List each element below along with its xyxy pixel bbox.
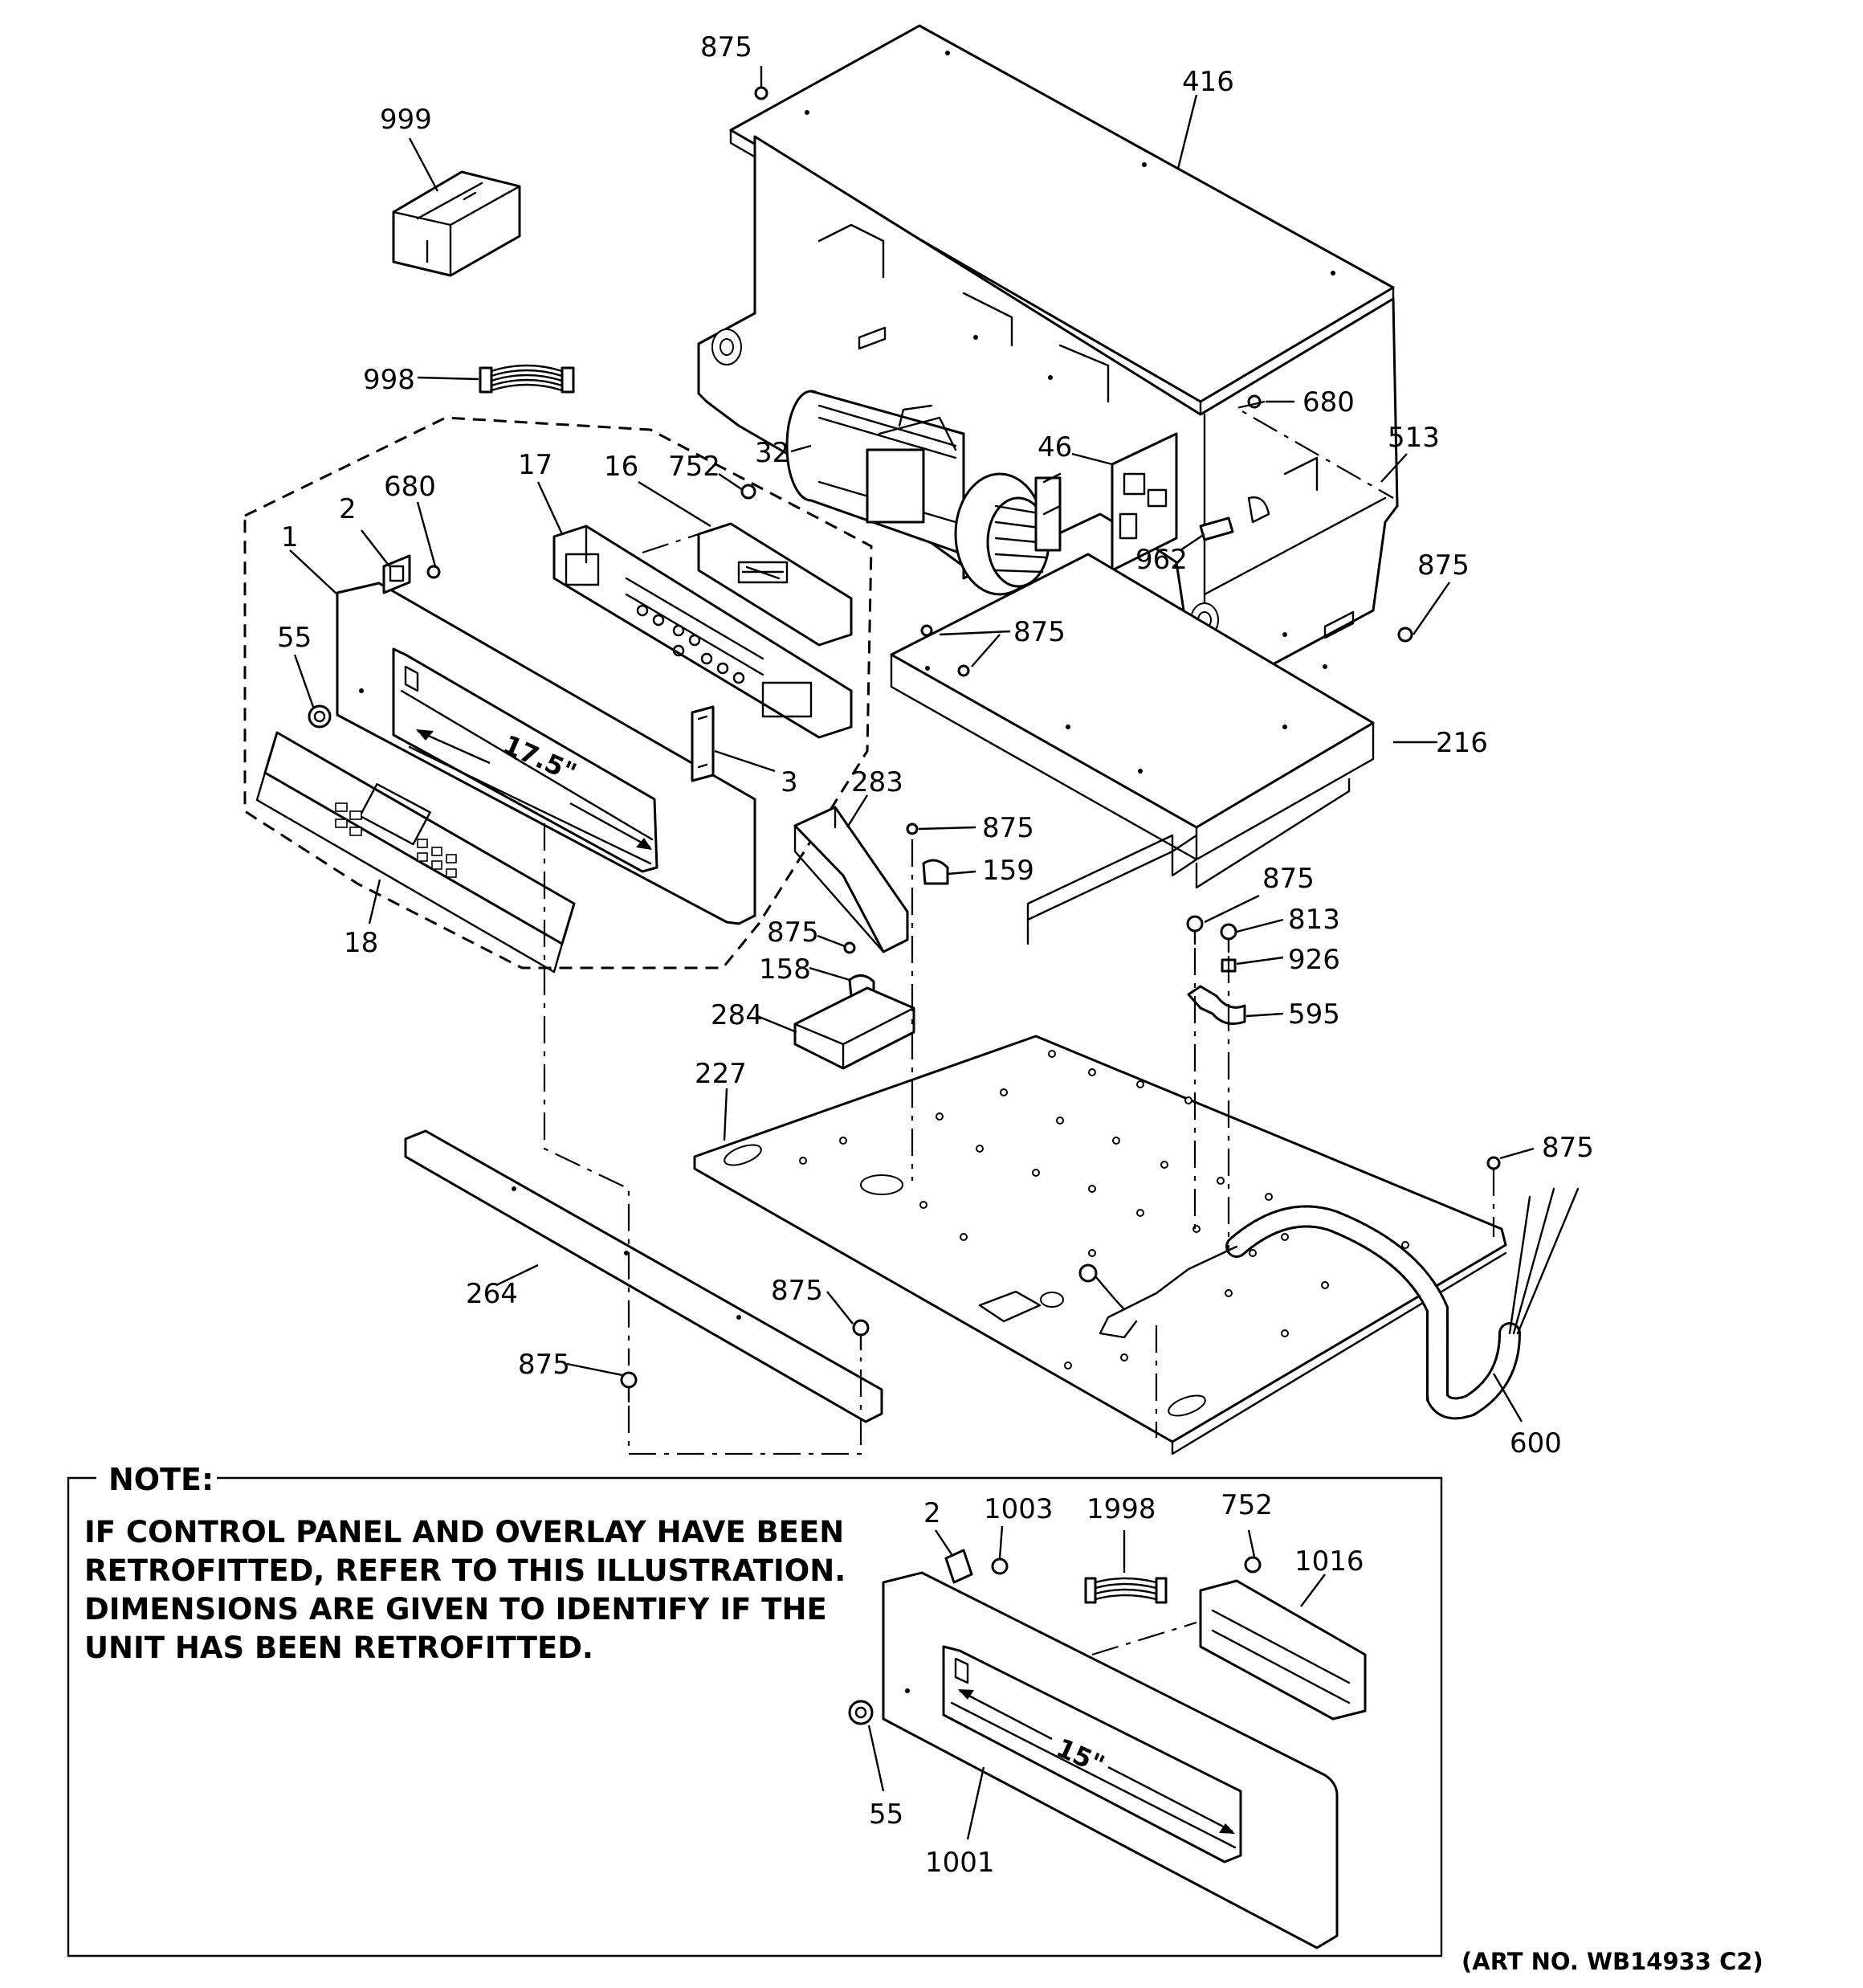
note-leaders [867, 1525, 1326, 1840]
part-752-screw [740, 484, 756, 500]
assembly-centerlines [543, 400, 1495, 1455]
dimension-arrow-main [416, 729, 652, 850]
callout-875-far: 875 [1542, 1132, 1594, 1164]
callout-158: 158 [759, 953, 811, 986]
note-title: NOTE: [108, 1462, 214, 1497]
part-875-screw-shelf [920, 624, 970, 677]
callout-159: 159 [982, 855, 1034, 887]
callout-55: 55 [277, 622, 312, 654]
callout-875-bot1: 875 [771, 1275, 823, 1307]
part-216-shelf [890, 553, 1375, 945]
note-part-2-bracket [944, 1549, 973, 1584]
part-1-control-panel [336, 582, 756, 925]
part-16-display-board [697, 522, 853, 647]
art-number: (ART NO. WB14933 C2) [1461, 1948, 1763, 1975]
callout-3: 3 [781, 766, 798, 798]
callout-875-top: 875 [700, 31, 752, 63]
callout-46: 46 [1037, 431, 1072, 463]
callout-labels: 999 998 875 416 680 513 32 46 962 875 87… [277, 31, 1594, 1459]
part-680-screw-left [426, 565, 441, 579]
control-group-boundary [243, 416, 873, 970]
part-284-bracket [793, 986, 915, 1070]
part-875-screw-bottom-center [620, 1371, 638, 1403]
part-875-screw-far [1486, 1156, 1501, 1170]
callout-2: 2 [339, 493, 357, 525]
callout-875-159: 875 [982, 812, 1034, 844]
callout-600: 600 [1510, 1427, 1562, 1459]
callout-416: 416 [1182, 66, 1234, 98]
callout-875-bot2: 875 [518, 1349, 570, 1381]
part-159-thermostat [906, 823, 949, 885]
callout-813: 813 [1288, 904, 1340, 936]
note-part-752-screw [1244, 1556, 1262, 1574]
part-264-trim [404, 1129, 883, 1423]
callout-32: 32 [755, 437, 789, 469]
callout-227: 227 [695, 1058, 747, 1090]
part-875-screw-bottom-right [852, 1319, 870, 1351]
note-line-1: IF CONTROL PANEL AND OVERLAY HAVE BEEN [84, 1515, 844, 1549]
callout-264: 264 [466, 1278, 518, 1310]
callout-998: 998 [363, 364, 415, 396]
note-callout-55: 55 [869, 1798, 903, 1831]
part-875-screw-top [754, 86, 768, 100]
part-227-base-plate [693, 1035, 1507, 1455]
callout-16: 16 [604, 451, 638, 483]
note-callout-1003: 1003 [984, 1493, 1054, 1525]
part-875-screw-813 [1186, 915, 1204, 945]
note-box: NOTE: IF CONTROL PANEL AND OVERLAY HAVE … [67, 1462, 1443, 1957]
callout-752: 752 [668, 451, 720, 483]
note-part-1998-ribbon-cable [1084, 1577, 1168, 1604]
part-595-clamp [1187, 985, 1246, 1025]
part-55-knob [308, 704, 332, 729]
note-line-3: DIMENSIONS ARE GIVEN TO IDENTIFY IF THE [84, 1592, 827, 1627]
part-3-bracket [691, 705, 715, 782]
note-callout-1998: 1998 [1086, 1493, 1156, 1525]
part-600-conduit [1078, 1187, 1580, 1420]
callout-999: 999 [380, 104, 432, 136]
part-1001-control-panel [882, 1571, 1339, 1949]
part-999-box [392, 170, 521, 277]
part-2-bracket [382, 554, 411, 594]
part-998-ribbon-cable [479, 364, 575, 394]
callout-17: 17 [518, 449, 552, 481]
note-dimension-arrow [958, 1689, 1235, 1834]
note-callout-752: 752 [1221, 1489, 1273, 1521]
part-813-screw [1220, 923, 1237, 953]
callout-875-r1: 875 [1417, 549, 1470, 582]
note-callout-1001: 1001 [925, 1847, 995, 1879]
callout-283: 283 [851, 766, 903, 798]
part-17-control-board [552, 525, 853, 739]
note-part-1016-control-board [1199, 1579, 1367, 1721]
note-line-4: UNIT HAS BEEN RETROFITTED. [84, 1631, 593, 1665]
note-line-2: RETROFITTED, REFER TO THIS ILLUSTRATION. [84, 1553, 846, 1588]
part-283-heat-shield [793, 806, 909, 953]
note-part-1003-screw [991, 1557, 1009, 1575]
part-18-overlay [255, 731, 576, 974]
part-46-relay-board [1111, 432, 1178, 572]
note-callout-2: 2 [923, 1497, 941, 1529]
callout-595: 595 [1288, 998, 1340, 1031]
callout-18: 18 [344, 927, 378, 959]
callout-284: 284 [711, 999, 763, 1031]
note-callout-1016: 1016 [1294, 1545, 1364, 1578]
callout-875-158: 875 [767, 916, 819, 949]
part-875-screw-side [1397, 627, 1413, 643]
callout-513: 513 [1388, 422, 1440, 454]
callout-926: 926 [1288, 944, 1340, 976]
callout-680-left: 680 [384, 471, 436, 503]
callout-962: 962 [1135, 544, 1188, 576]
callout-680-right: 680 [1302, 386, 1355, 418]
leader-lines [289, 66, 1535, 1423]
callout-1: 1 [281, 521, 299, 553]
note-part-55-knob [848, 1700, 874, 1725]
callout-216: 216 [1436, 727, 1488, 759]
callout-875-813: 875 [1262, 863, 1315, 895]
callout-875-mid: 875 [1013, 616, 1066, 648]
